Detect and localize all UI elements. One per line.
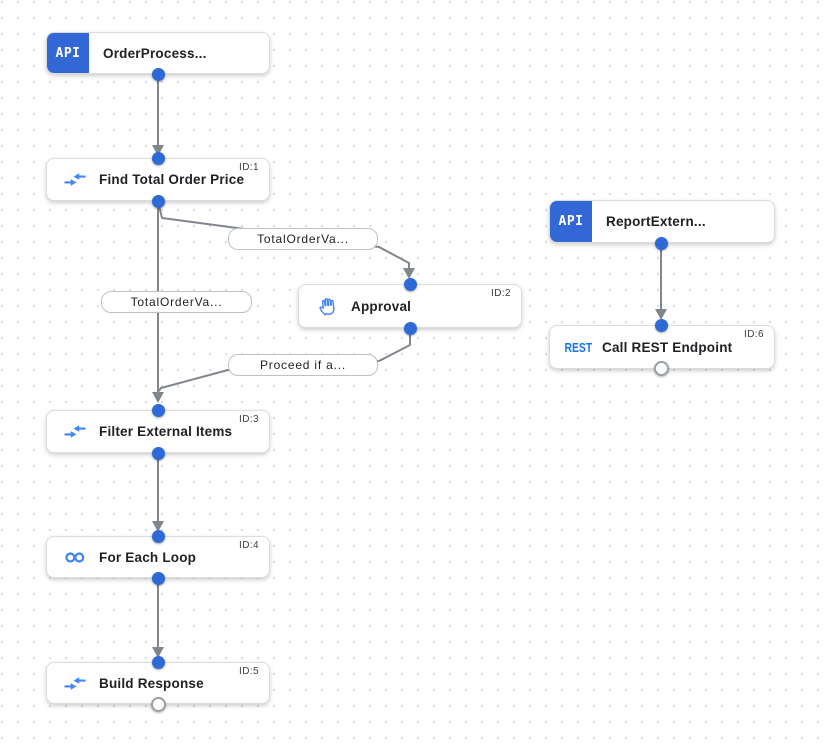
node-title: For Each Loop <box>99 549 197 565</box>
node-title: OrderProcess... <box>103 45 207 61</box>
node-title: Find Total Order Price <box>99 172 245 187</box>
task-id-badge: ID:2 <box>491 288 511 299</box>
data-mapping-icon <box>60 663 90 703</box>
edge-find-to-approval <box>157 200 410 268</box>
node-filter-external-items[interactable]: ID:3 Filter External Items <box>46 410 270 453</box>
arrowhead <box>152 647 164 658</box>
output-port-unconnected[interactable] <box>654 361 669 376</box>
node-title: Approval <box>351 298 412 314</box>
arrowhead <box>152 521 164 532</box>
node-build-response[interactable]: ID:5 Build Response <box>46 662 270 704</box>
task-id-badge: ID:3 <box>239 414 259 425</box>
node-title: Build Response <box>99 675 204 691</box>
api-trigger-icon: API <box>47 33 89 73</box>
input-port[interactable] <box>151 403 165 417</box>
input-port[interactable] <box>151 151 165 165</box>
input-port[interactable] <box>654 318 668 332</box>
input-port[interactable] <box>403 277 417 291</box>
loop-infinity-icon <box>60 537 90 577</box>
output-port[interactable] <box>403 321 417 335</box>
arrowhead <box>152 392 164 403</box>
output-port[interactable] <box>151 446 165 460</box>
output-port[interactable] <box>151 194 165 208</box>
edge-label-total-order-value-2[interactable]: TotalOrderVa... <box>101 291 252 313</box>
task-id-badge: ID:4 <box>239 540 259 551</box>
arrowhead <box>152 145 164 156</box>
node-find-total-order-price[interactable]: ID:1 Find Total Order Price <box>46 158 270 201</box>
arrowhead <box>403 268 415 279</box>
arrowhead <box>655 309 667 320</box>
node-title: Filter External Items <box>99 424 233 439</box>
edge-label-proceed-if[interactable]: Proceed if a... <box>228 354 378 376</box>
node-call-rest-endpoint[interactable]: ID:6 REST Call REST Endpoint <box>549 325 775 369</box>
data-mapping-icon <box>60 159 90 200</box>
node-title: ReportExtern... <box>606 214 706 229</box>
task-id-badge: ID:1 <box>239 162 259 173</box>
data-mapping-icon <box>60 411 90 452</box>
node-order-process-trigger[interactable]: API OrderProcess... <box>46 32 270 74</box>
node-title: Call REST Endpoint <box>602 339 733 355</box>
node-report-extern-trigger[interactable]: API ReportExtern... <box>549 200 775 243</box>
rest-task-icon: REST <box>564 339 592 355</box>
output-port[interactable] <box>654 236 668 250</box>
input-port[interactable] <box>151 529 165 543</box>
edge-label-total-order-value-1[interactable]: TotalOrderVa... <box>228 228 378 250</box>
output-port-unconnected[interactable] <box>151 697 166 712</box>
task-id-badge: ID:5 <box>239 666 259 677</box>
api-trigger-icon: API <box>550 201 592 242</box>
input-port[interactable] <box>151 655 165 669</box>
output-port[interactable] <box>151 67 165 81</box>
task-id-badge: ID:6 <box>744 329 764 340</box>
approval-hand-icon <box>312 285 342 327</box>
output-port[interactable] <box>151 571 165 585</box>
